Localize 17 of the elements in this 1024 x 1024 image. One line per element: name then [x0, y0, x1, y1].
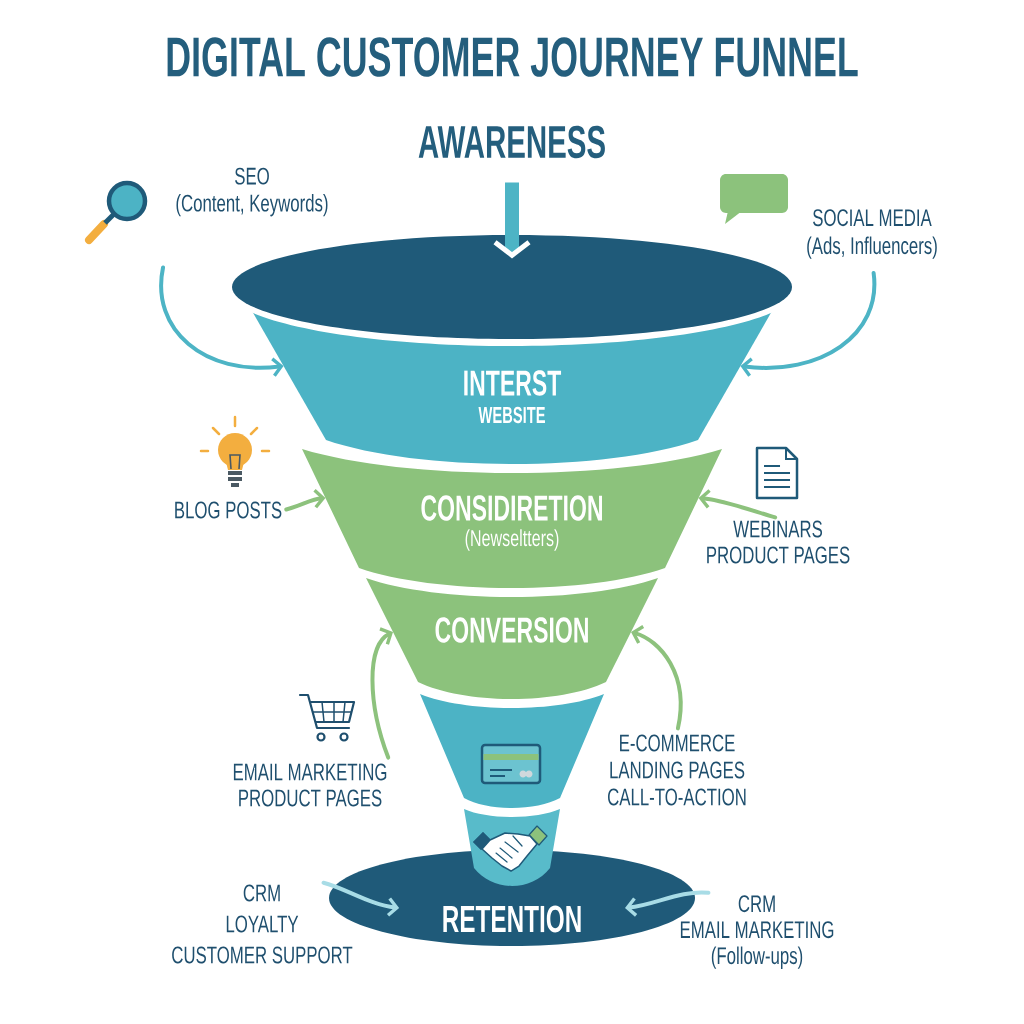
node-label: CONVERSION: [435, 617, 588, 643]
funnel-rim: [232, 235, 792, 339]
channel-label: BLOG POSTS: [175, 501, 282, 519]
channel-label: SEO (Content, Keywords): [176, 167, 328, 217]
curved-arrow: [698, 489, 778, 520]
title: DIGITAL CUSTOMER JOURNEY FUNNEL: [167, 37, 858, 77]
channel-label: SOCIAL MEDIA (Ads, Influencers): [807, 209, 937, 259]
stage-label: AWARENESS: [418, 125, 605, 159]
arrow: [493, 182, 531, 259]
curved-arrow: [284, 489, 326, 512]
curved-arrow: [631, 625, 683, 731]
curved-arrow: [159, 265, 284, 377]
curved-arrow: [370, 627, 393, 760]
channel-label: E-COMMERCE LANDING PAGES CALL-TO-ACTION: [608, 734, 746, 806]
channel-label: EMAIL MARKETING PRODUCT PAGES: [233, 763, 387, 807]
curved-arrow: [740, 270, 877, 377]
funnel-band: CONVERSION: [366, 578, 658, 699]
